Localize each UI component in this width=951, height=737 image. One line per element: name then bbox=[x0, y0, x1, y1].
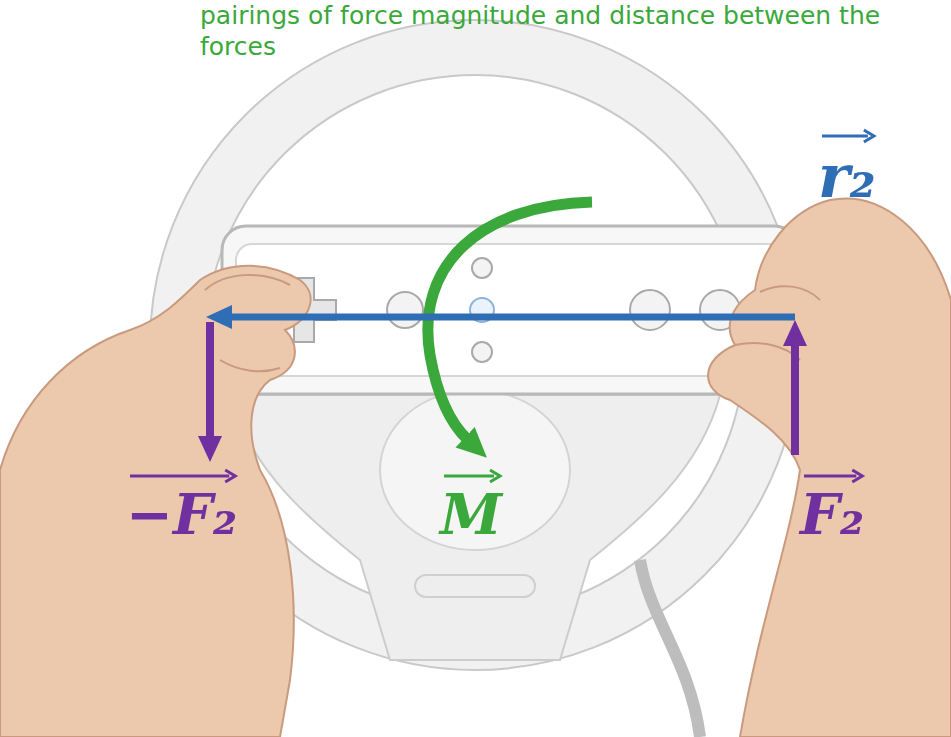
force-label-box: F₂ bbox=[800, 468, 864, 542]
remote-face bbox=[236, 244, 784, 376]
over-arrow-shaft bbox=[130, 475, 229, 478]
finger-line bbox=[220, 360, 280, 371]
left-hand bbox=[0, 266, 311, 737]
button bbox=[387, 292, 423, 328]
force-label: F₂ bbox=[800, 481, 864, 547]
over-arrow-head bbox=[490, 470, 500, 482]
finger-line bbox=[735, 343, 800, 360]
heading-text-box: pairings of force magnitude and distance… bbox=[200, 0, 945, 63]
force-arrow bbox=[791, 342, 799, 455]
over-arrow-shaft bbox=[444, 475, 494, 478]
over-arrow-head bbox=[864, 130, 874, 142]
moment-arrow bbox=[428, 202, 592, 440]
over-arrow-head bbox=[225, 470, 235, 482]
moment-label-box: M bbox=[440, 468, 502, 542]
button bbox=[630, 290, 670, 330]
over-arrow-shaft bbox=[804, 475, 856, 478]
finger-line bbox=[205, 275, 290, 290]
button bbox=[472, 258, 492, 278]
logo-badge bbox=[415, 575, 535, 597]
force-label-box: −F₂ bbox=[126, 468, 237, 542]
vector-label-box: r₂ bbox=[818, 128, 876, 206]
heading-text: pairings of force magnitude and distance… bbox=[200, 1, 880, 61]
over-arrow-shaft bbox=[822, 135, 868, 138]
right-hand bbox=[708, 198, 951, 737]
vector-label: r₂ bbox=[818, 141, 876, 211]
cable bbox=[640, 560, 700, 737]
button bbox=[472, 342, 492, 362]
over-arrow-head bbox=[852, 470, 862, 482]
force-arrow bbox=[206, 322, 214, 440]
force-label: −F₂ bbox=[126, 481, 237, 547]
position-vector-arrow bbox=[228, 314, 795, 321]
wheel-hub bbox=[380, 390, 570, 550]
finger-line bbox=[760, 286, 820, 300]
moment-label: M bbox=[440, 481, 502, 547]
